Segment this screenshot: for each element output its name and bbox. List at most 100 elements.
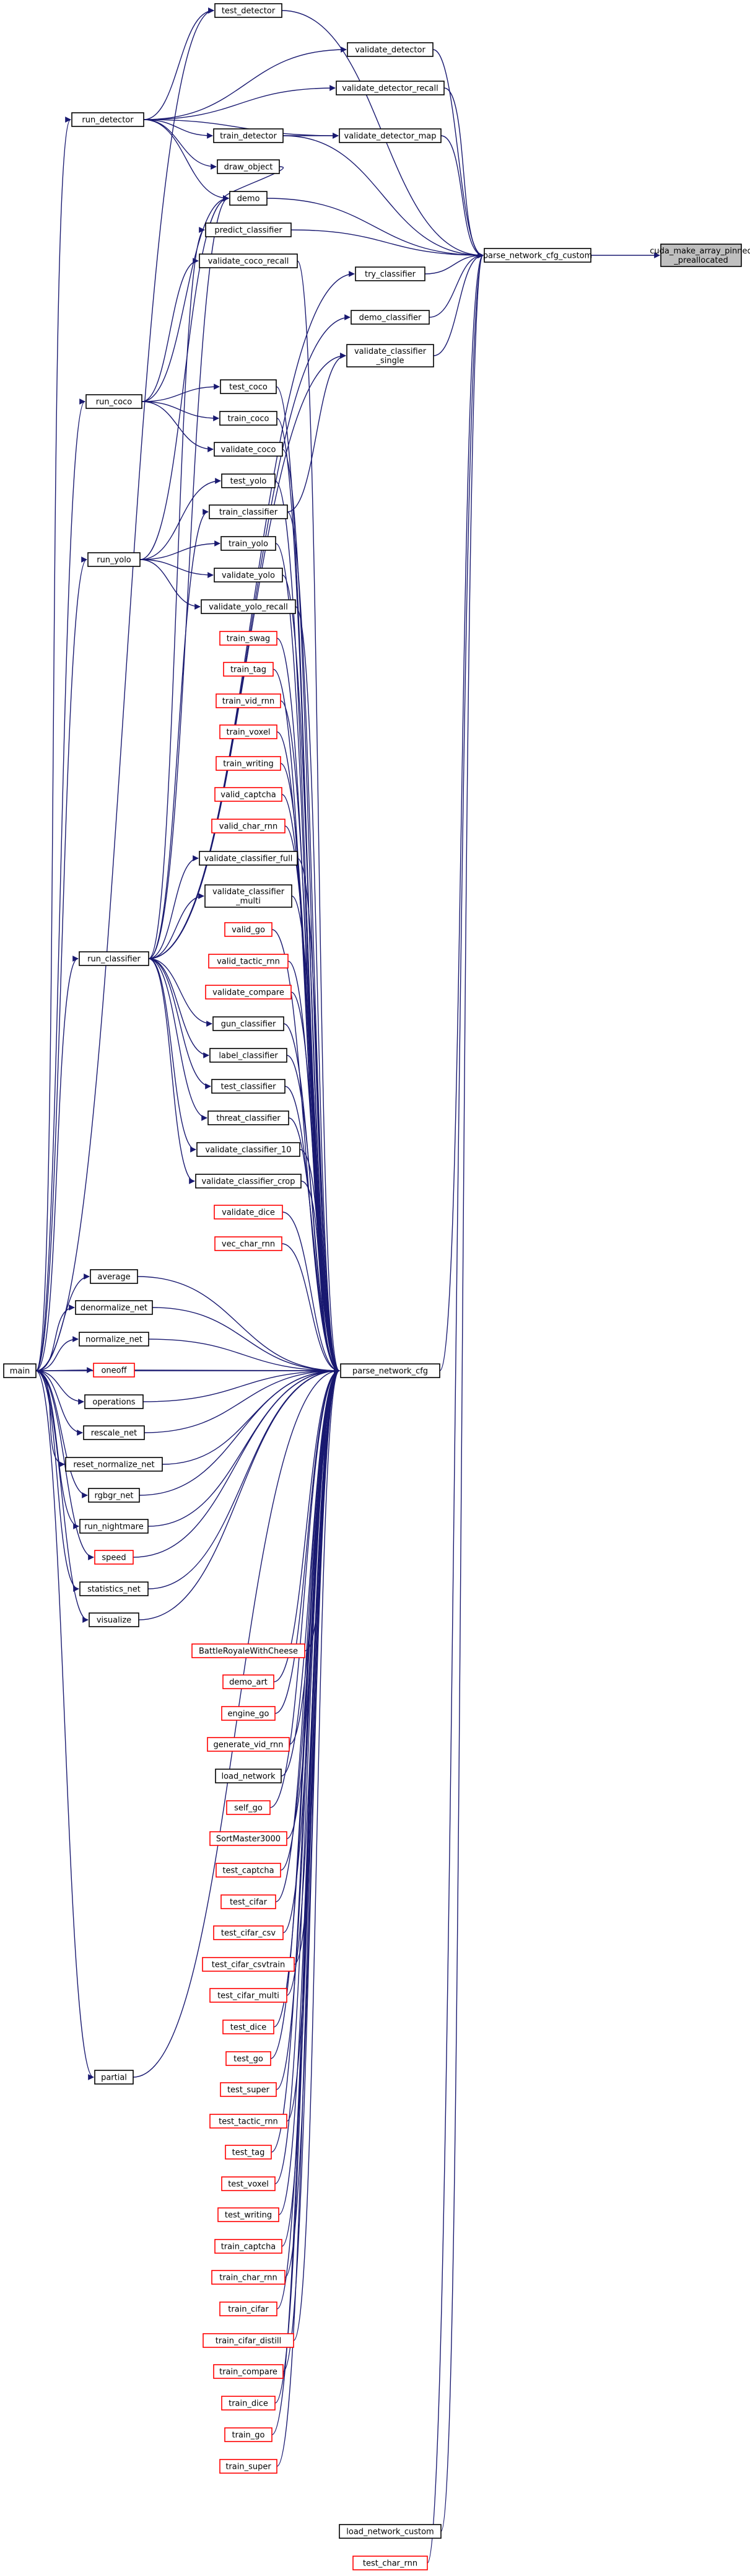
node-demo[interactable]: demo — [229, 191, 268, 206]
node-run_detector[interactable]: run_detector — [71, 112, 144, 127]
node-train_classifier[interactable]: train_classifier — [209, 504, 288, 519]
node-train_go[interactable]: train_go — [224, 2427, 273, 2442]
node-draw_object[interactable]: draw_object — [217, 159, 280, 174]
node-reset_normalize_net[interactable]: reset_normalize_net — [65, 1457, 163, 1472]
node-load_network[interactable]: load_network — [215, 1769, 282, 1783]
node-test_detector[interactable]: test_detector — [214, 3, 282, 18]
node-test_cifar[interactable]: test_cifar — [220, 1894, 276, 1909]
node-self_go[interactable]: self_go — [226, 1800, 271, 1815]
node-SortMaster3000[interactable]: SortMaster3000 — [209, 1831, 287, 1846]
node-validate_classifier_crop[interactable]: validate_classifier_crop — [195, 1174, 302, 1189]
node-train_detector[interactable]: train_detector — [213, 128, 284, 143]
node-gun_classifier[interactable]: gun_classifier — [212, 1016, 284, 1031]
node-test_coco[interactable]: test_coco — [220, 379, 277, 394]
node-valid_go[interactable]: valid_go — [224, 922, 273, 937]
node-test_tactic_rnn[interactable]: test_tactic_rnn — [209, 2114, 287, 2129]
node-main[interactable]: main — [3, 1363, 37, 1378]
node-validate_yolo[interactable]: validate_yolo — [214, 568, 283, 582]
node-train_swag[interactable]: train_swag — [219, 631, 277, 646]
node-box — [346, 344, 434, 367]
node-parse_network_cfg_custom[interactable]: parse_network_cfg_custom — [483, 248, 592, 263]
node-box — [207, 1110, 289, 1125]
node-validate_coco[interactable]: validate_coco — [214, 442, 283, 457]
node-demo_art[interactable]: demo_art — [222, 1674, 274, 1689]
node-parse_network_cfg[interactable]: parse_network_cfg — [340, 1363, 440, 1378]
node-test_cifar_multi[interactable]: test_cifar_multi — [209, 1988, 287, 2003]
node-train_vid_rnn[interactable]: train_vid_rnn — [216, 693, 281, 708]
node-visualize[interactable]: visualize — [89, 1612, 139, 1627]
node-train_yolo[interactable]: train_yolo — [220, 536, 276, 551]
node-test_super[interactable]: test_super — [220, 2082, 277, 2097]
node-test_dice[interactable]: test_dice — [222, 2020, 274, 2034]
node-test_tag[interactable]: test_tag — [225, 2145, 272, 2160]
node-validate_detector_map[interactable]: validate_detector_map — [339, 128, 442, 143]
node-test_yolo[interactable]: test_yolo — [221, 473, 276, 488]
edge-run_classifier-to-demo — [148, 195, 229, 959]
node-validate_classifier_full[interactable]: validate_classifier_full — [199, 851, 298, 866]
node-statistics_net[interactable]: statistics_net — [79, 1581, 149, 1596]
node-train_cifar_distill[interactable]: train_cifar_distill — [203, 2333, 294, 2348]
node-box — [75, 1300, 153, 1315]
node-validate_classifier_10[interactable]: validate_classifier_10 — [196, 1142, 300, 1157]
node-denormalize_net[interactable]: denormalize_net — [75, 1300, 153, 1315]
node-run_yolo[interactable]: run_yolo — [87, 552, 141, 567]
node-BattleRoyaleWithCheese[interactable]: BattleRoyaleWithCheese — [191, 1643, 305, 1658]
node-test_go[interactable]: test_go — [225, 2051, 271, 2066]
node-validate_detector_recall[interactable]: validate_detector_recall — [336, 81, 445, 95]
node-test_cifar_csvtrain[interactable]: test_cifar_csvtrain — [202, 1957, 295, 1972]
node-validate_coco_recall[interactable]: validate_coco_recall — [199, 253, 298, 268]
edge-main-to-normalize_net — [35, 1336, 79, 1371]
node-run_coco[interactable]: run_coco — [85, 394, 142, 409]
node-box — [199, 253, 298, 268]
node-train_captcha[interactable]: train_captcha — [214, 2239, 282, 2254]
node-rescale_net[interactable]: rescale_net — [83, 1425, 145, 1440]
node-vec_char_rnn[interactable]: vec_char_rnn — [214, 1236, 282, 1251]
node-label_classifier[interactable]: label_classifier — [209, 1048, 287, 1063]
node-box — [89, 1612, 139, 1627]
node-validate_classifier_multi[interactable]: validate_classifier_multi — [204, 884, 292, 908]
node-label: train_coco — [228, 415, 269, 424]
node-rgbgr_net[interactable]: rgbgr_net — [88, 1488, 140, 1503]
node-validate_classifier_single[interactable]: validate_classifier_single — [346, 344, 434, 367]
node-test_cifar_csv[interactable]: test_cifar_csv — [213, 1925, 284, 1940]
node-predict_classifier[interactable]: predict_classifier — [205, 222, 292, 237]
node-train_writing[interactable]: train_writing — [216, 756, 281, 771]
node-try_classifier[interactable]: try_classifier — [355, 266, 425, 281]
node-generate_vid_rnn[interactable]: generate_vid_rnn — [207, 1737, 290, 1752]
node-train_voxel[interactable]: train_voxel — [219, 724, 277, 739]
node-partial[interactable]: partial — [94, 2070, 134, 2085]
node-cuda_make_array_pinned[interactable]: cuda_make_array_pinned_preallocated — [650, 244, 750, 267]
node-normalize_net[interactable]: normalize_net — [79, 1332, 149, 1347]
node-train_tag[interactable]: train_tag — [223, 662, 274, 677]
node-run_nightmare[interactable]: run_nightmare — [79, 1519, 149, 1534]
node-test_writing[interactable]: test_writing — [217, 2207, 279, 2222]
node-train_char_rnn[interactable]: train_char_rnn — [211, 2270, 286, 2285]
node-run_classifier[interactable]: run_classifier — [79, 951, 149, 966]
node-test_voxel[interactable]: test_voxel — [221, 2176, 276, 2191]
node-load_network_custom[interactable]: load_network_custom — [339, 2524, 442, 2539]
node-test_classifier[interactable]: test_classifier — [211, 1079, 286, 1094]
node-box — [216, 1863, 281, 1878]
node-threat_classifier[interactable]: threat_classifier — [207, 1110, 289, 1125]
node-box — [220, 536, 276, 551]
node-train_cifar[interactable]: train_cifar — [219, 2301, 277, 2316]
node-oneoff[interactable]: oneoff — [93, 1363, 135, 1378]
node-train_compare[interactable]: train_compare — [213, 2364, 284, 2379]
node-validate_dice[interactable]: validate_dice — [214, 1205, 283, 1220]
node-validate_detector[interactable]: validate_detector — [347, 42, 434, 57]
node-operations[interactable]: operations — [84, 1394, 144, 1409]
node-speed[interactable]: speed — [94, 1550, 134, 1565]
node-valid_char_rnn[interactable]: valid_char_rnn — [211, 819, 286, 833]
node-average[interactable]: average — [90, 1269, 138, 1284]
node-demo_classifier[interactable]: demo_classifier — [351, 310, 430, 325]
node-valid_tactic_rnn[interactable]: valid_tactic_rnn — [208, 954, 289, 969]
node-test_char_rnn[interactable]: test_char_rnn — [352, 2556, 428, 2570]
node-train_super[interactable]: train_super — [219, 2459, 277, 2474]
node-test_captcha[interactable]: test_captcha — [216, 1863, 281, 1878]
node-validate_compare[interactable]: validate_compare — [205, 985, 292, 1000]
node-engine_go[interactable]: engine_go — [221, 1706, 276, 1721]
node-validate_yolo_recall[interactable]: validate_yolo_recall — [201, 599, 296, 614]
node-train_coco[interactable]: train_coco — [219, 411, 277, 426]
node-valid_captcha[interactable]: valid_captcha — [214, 787, 282, 802]
node-train_dice[interactable]: train_dice — [221, 2396, 276, 2411]
